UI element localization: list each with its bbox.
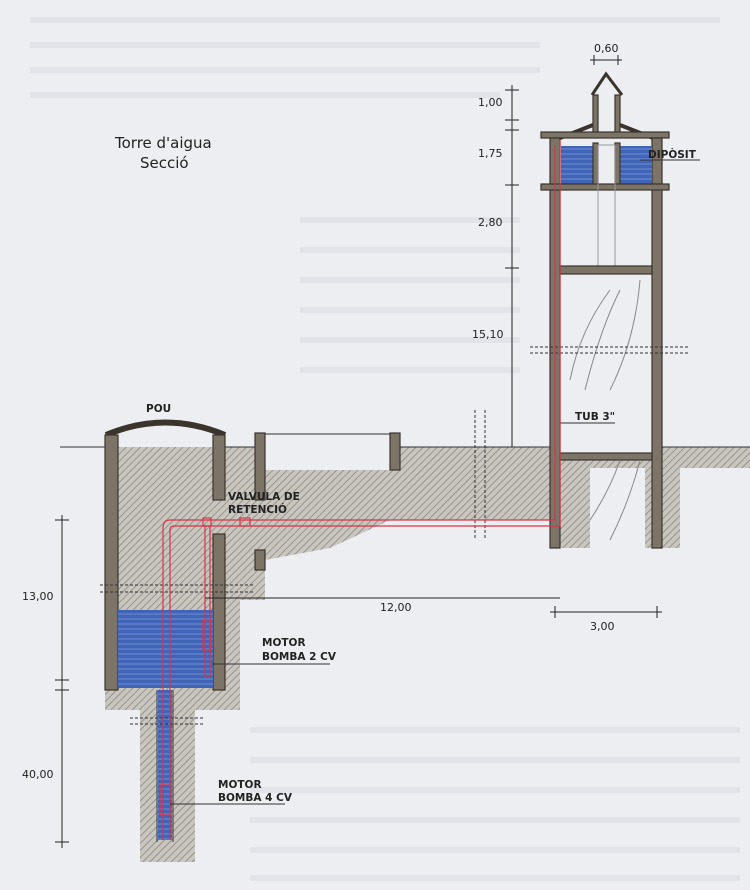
pipe-label: TUB 3" [575,411,615,423]
dim-lantern-height: 1,00 [478,96,503,109]
well-water [118,610,213,688]
title-line1: Torre d'aigua [114,134,212,152]
show-through-text [30,17,740,881]
dim-tower-height: 15,10 [472,328,504,341]
motor1-label-line2: BOMBA 2 CV [262,651,337,663]
well-label: POU [146,403,171,415]
valve-chamber [254,410,486,571]
valve-label-line2: RETENCIÓ [228,503,287,516]
tank-water-right [618,146,652,184]
rising-pipe [159,140,561,840]
dim-tower-width: 3,00 [590,620,615,633]
motor-pump-2cv [202,619,212,651]
motor2-label-line2: BOMBA 4 CV [218,792,293,804]
dim-upper-room-height: 2,80 [478,216,503,229]
dim-well-depth: 13,00 [22,590,54,603]
dim-tank-height: 1,75 [478,147,503,160]
dim-lantern-width: 0,60 [594,42,619,55]
motor1-label-line1: MOTOR [262,637,306,649]
well: POU [100,403,255,842]
tank-water-left [561,146,596,184]
check-valve [239,517,251,527]
valve-label-line1: VALVULA DE [228,491,300,503]
motor-pump-4cv [159,784,171,816]
dim-horizontal-distance: 12,00 [380,601,412,614]
dimension-lines [55,55,662,848]
borehole-water [158,690,172,840]
tank-label: DIPÒSIT [648,148,697,161]
motor2-label-line1: MOTOR [218,779,262,791]
title-line2: Secció [140,154,189,172]
dim-borehole-depth: 40,00 [22,768,54,781]
